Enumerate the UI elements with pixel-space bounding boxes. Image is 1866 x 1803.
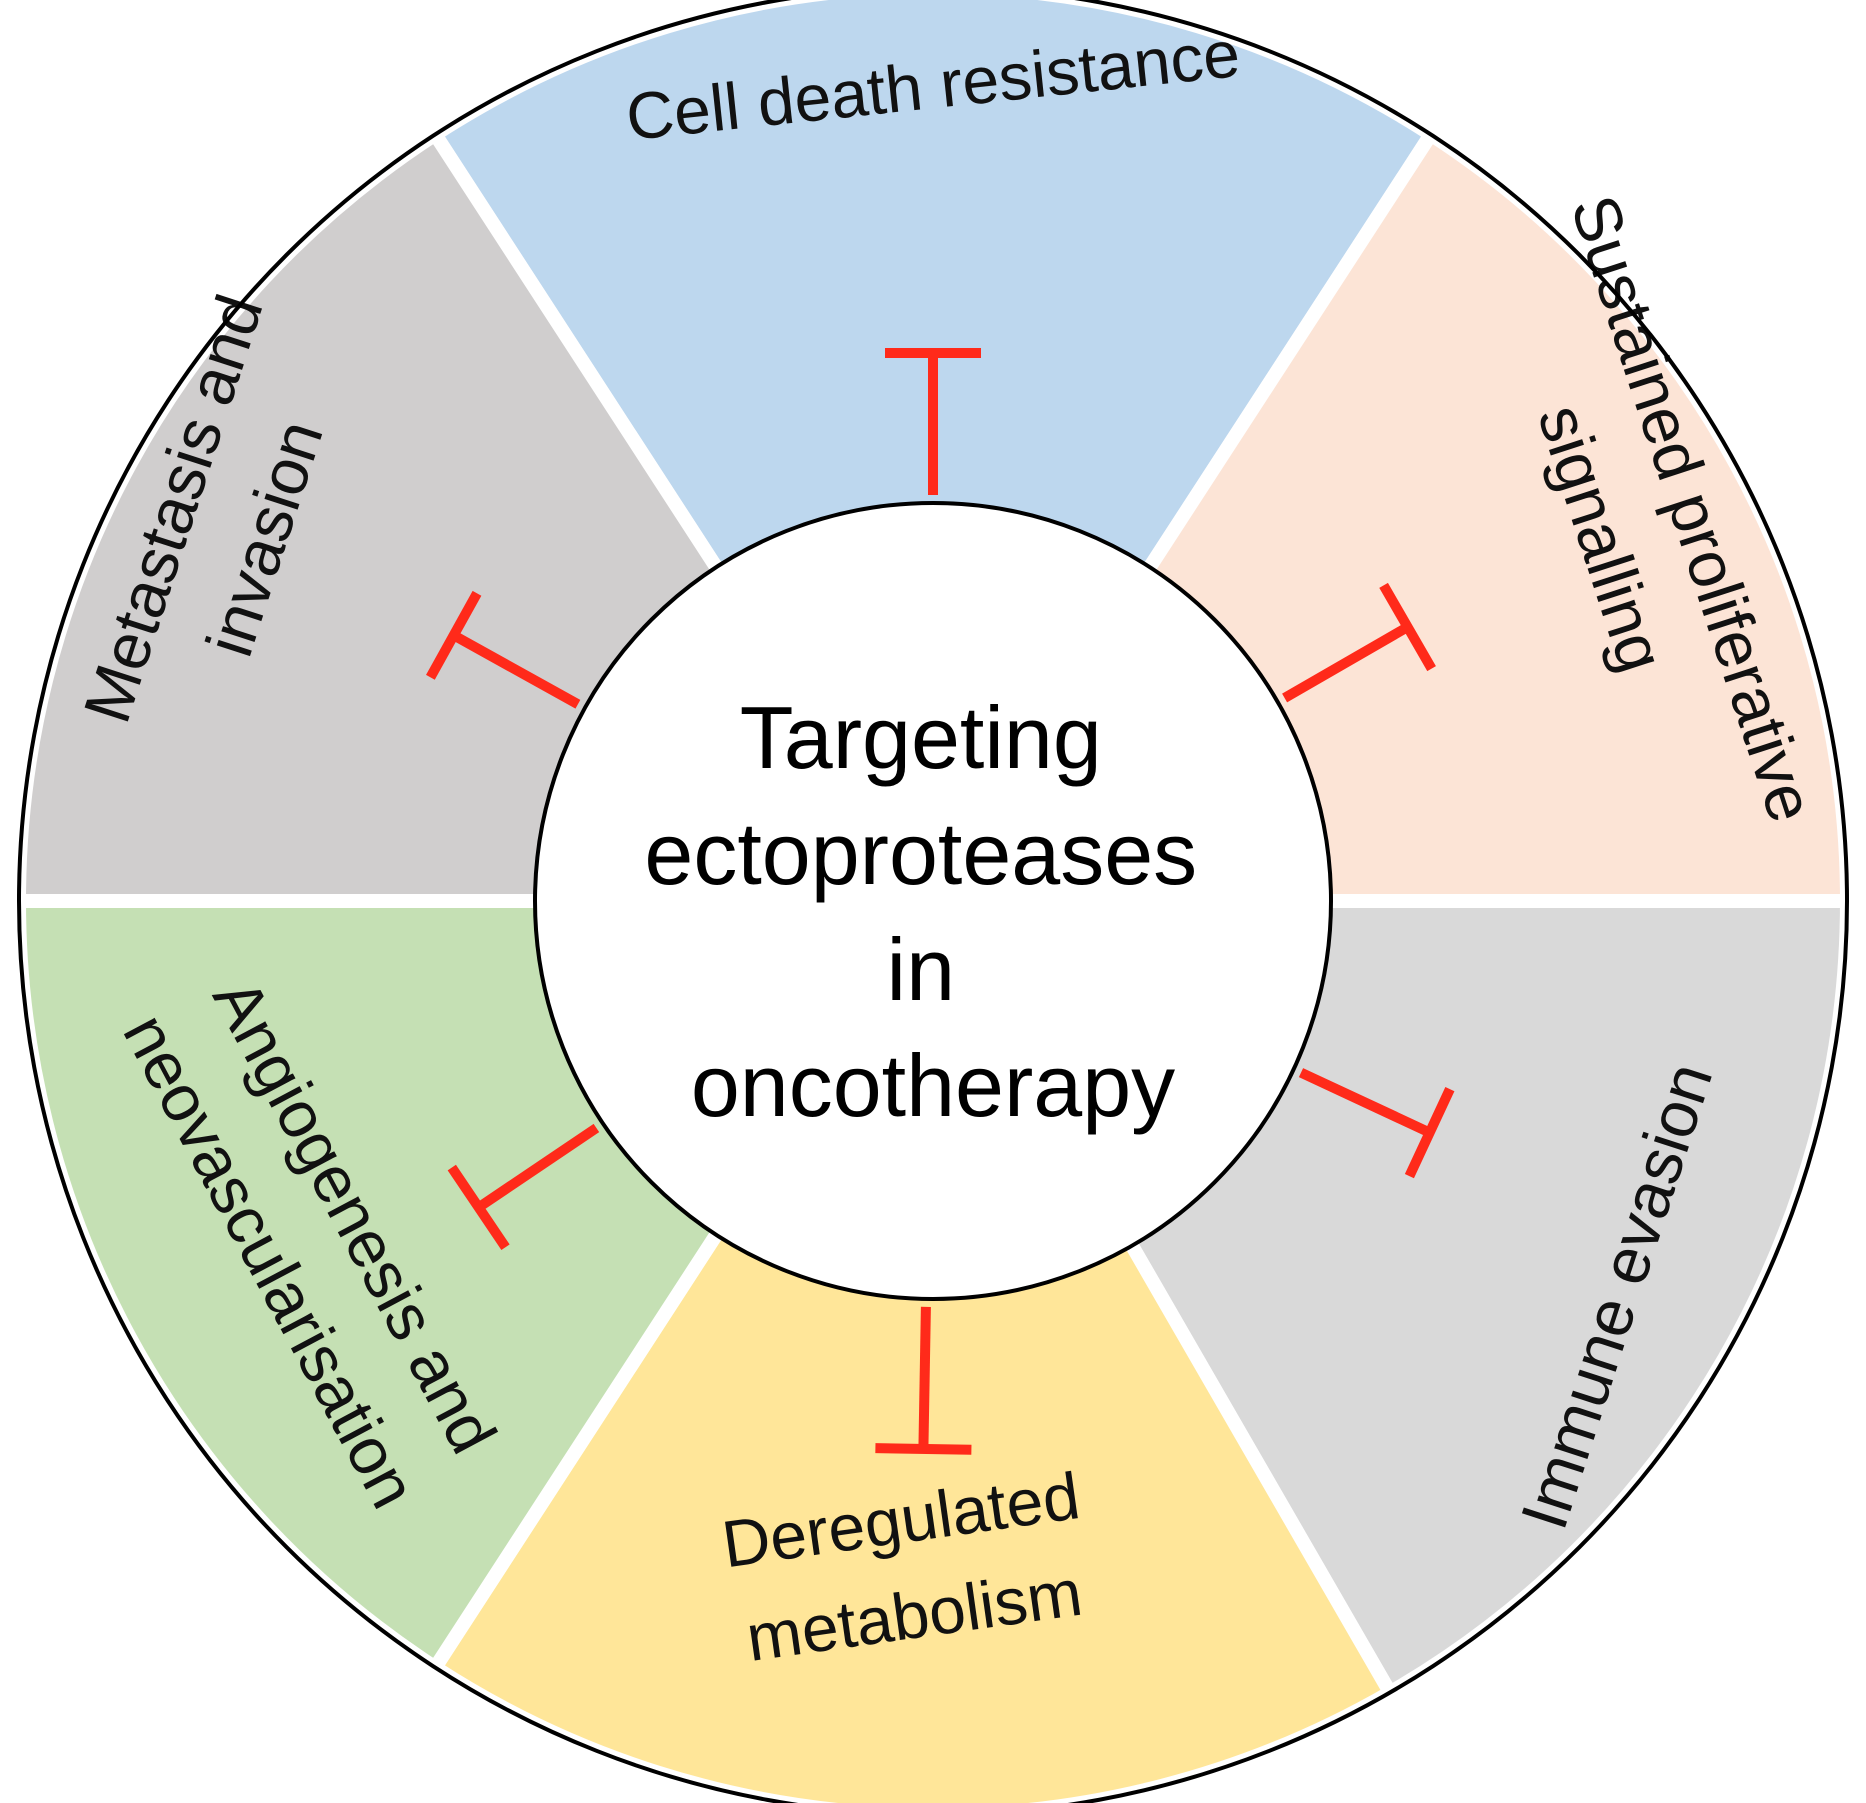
center-label-line-4: oncotherapy <box>691 1036 1175 1135</box>
inhibitor-arrows-layer <box>426 348 1455 1455</box>
center-circle <box>533 501 1333 1301</box>
inhibitor-arrow-cell-death <box>885 348 981 495</box>
inhibitor-arrow-metastasis <box>426 590 581 709</box>
inhibitor-bar <box>875 1443 972 1455</box>
inhibitor-stem <box>1298 1068 1432 1138</box>
inhibitor-bar <box>1404 1086 1455 1179</box>
inhibitor-arrow-angiogenesis <box>447 1123 600 1250</box>
inhibitor-arrow-immune-evasion <box>1298 1068 1455 1179</box>
inhibitor-arrow-deregulated-metabolism <box>875 1306 972 1455</box>
center-label-line-2: ectoproteases <box>644 804 1197 903</box>
center-label-line-1: Targeting <box>740 688 1102 787</box>
inhibitor-stem <box>451 630 581 709</box>
inhibitor-stem <box>1282 622 1411 703</box>
inhibitor-bar <box>426 590 482 680</box>
outer-ring <box>17 0 1849 1803</box>
inhibitor-bar <box>1379 582 1436 672</box>
inhibitor-stem <box>918 1306 931 1449</box>
inhibitor-stem <box>475 1123 600 1212</box>
inhibitor-arrow-sustained-proliferative <box>1282 582 1436 703</box>
inhibitor-bar <box>447 1164 510 1250</box>
center-label: Targeting ectoproteases in oncotherapy <box>644 688 1221 1135</box>
center-label-line-3: in <box>887 920 956 1019</box>
